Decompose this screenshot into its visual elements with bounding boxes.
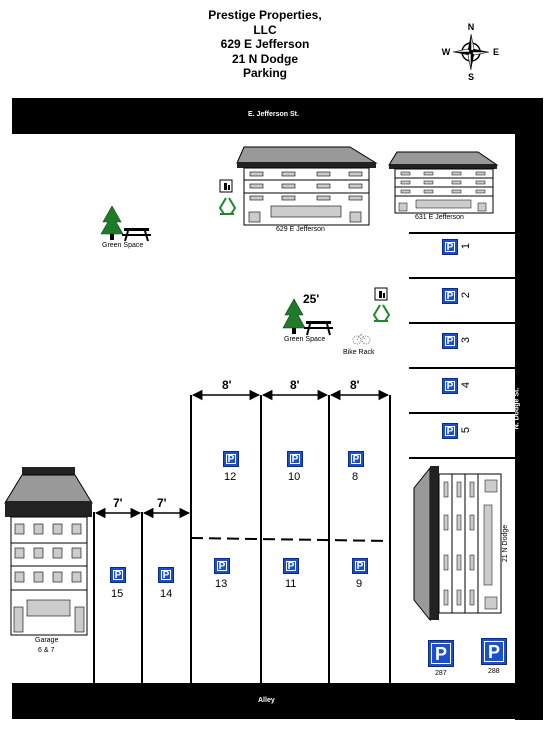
- compass-rose-icon: N S W E: [442, 22, 499, 82]
- width-label-7b: 7': [157, 496, 167, 510]
- alley-label: Alley: [258, 697, 275, 704]
- distance-25-label: 25': [303, 292, 320, 306]
- spot-number-11: 11: [285, 578, 297, 590]
- spot-number-10: 10: [288, 471, 301, 483]
- title-line-5: Parking: [242, 66, 287, 80]
- jefferson-street-label: E. Jefferson St.: [248, 111, 299, 118]
- building-21-dodge-label: 21 N Dodge: [502, 524, 510, 563]
- dodge-street-road: [515, 98, 543, 720]
- parking-sign-icon: P: [442, 333, 458, 349]
- parking-sign-icon: P: [110, 567, 126, 583]
- green-space-middle-label: Green Space: [284, 336, 326, 343]
- parking-sign-icon: P: [214, 558, 230, 574]
- title-line-4: 21 N Dodge: [231, 51, 298, 66]
- green-space-left-label: Green Space: [102, 242, 144, 249]
- dimension-arrows: [94, 389, 390, 519]
- parking-sign-icon: P: [158, 567, 174, 583]
- parking-sign-icon: P: [348, 451, 364, 467]
- title-line-2: LLC: [253, 22, 277, 37]
- compass-e: E: [493, 47, 499, 57]
- building-631-label: 631 E Jefferson: [415, 214, 464, 221]
- title-line-1: Prestige Properties,: [208, 8, 322, 22]
- spot-number-288: 288: [488, 668, 500, 675]
- title-line-3: 629 E Jefferson: [220, 37, 310, 51]
- building-631-jefferson: [388, 151, 499, 214]
- width-label-8c: 8': [350, 378, 360, 392]
- compass-s: S: [468, 72, 474, 82]
- garage-label-line2: 6 & 7: [38, 647, 55, 654]
- alley-road: [12, 683, 543, 719]
- jefferson-street-road: [12, 98, 543, 134]
- building-629-jefferson: [236, 146, 378, 226]
- width-label-8b: 8': [290, 378, 300, 392]
- spot-number-3: 3: [460, 336, 473, 344]
- width-label-7a: 7': [113, 496, 123, 510]
- garage-building: [4, 467, 93, 636]
- parking-sign-icon: P: [287, 451, 303, 467]
- compass-n: N: [468, 22, 475, 32]
- spot-number-2: 2: [460, 291, 473, 299]
- garage-label-line1: Garage: [35, 637, 59, 644]
- spot-number-8: 8: [352, 471, 359, 483]
- spot-number-5: 5: [460, 426, 473, 434]
- parking-sign-icon: P: [442, 239, 458, 255]
- trash-bin-icon: [219, 179, 233, 193]
- green-space-middle-icon: [282, 298, 333, 336]
- compass-w: W: [442, 47, 451, 57]
- parking-sign-icon: P: [352, 558, 368, 574]
- spot-number-9: 9: [356, 578, 363, 590]
- width-label-8a: 8': [222, 378, 232, 392]
- spot-number-14: 14: [160, 588, 173, 600]
- parking-sign-icon: P: [428, 640, 454, 667]
- parking-sign-icon: P: [442, 378, 458, 394]
- spot-number-4: 4: [460, 381, 473, 389]
- recycle-icon-2: [372, 304, 391, 322]
- bike-rack-icon: [352, 333, 371, 345]
- parking-sign-icon: P: [283, 558, 299, 574]
- building-21-dodge: [413, 466, 502, 622]
- map-title: Prestige Properties, LLC 629 E Jefferson…: [185, 8, 345, 81]
- spot-number-13: 13: [215, 578, 228, 590]
- green-space-left-icon: [100, 205, 151, 242]
- spot-number-12: 12: [224, 471, 237, 483]
- parking-sign-icon: P: [481, 638, 507, 665]
- lot-divider-lines: [93, 395, 391, 683]
- parking-sign-icon: P: [442, 288, 458, 304]
- trash-bin-icon-2: [374, 287, 388, 301]
- parking-sign-icon: P: [442, 423, 458, 439]
- building-629-label: 629 E Jefferson: [276, 226, 325, 233]
- spot-number-15: 15: [111, 588, 124, 600]
- parking-sign-icon: P: [223, 451, 239, 467]
- spot-number-287: 287: [435, 670, 447, 677]
- right-stall-lines: [409, 232, 515, 459]
- recycle-icon: [218, 197, 237, 215]
- spot-number-1: 1: [460, 242, 473, 250]
- bike-rack-label: Bike Rack: [343, 349, 375, 356]
